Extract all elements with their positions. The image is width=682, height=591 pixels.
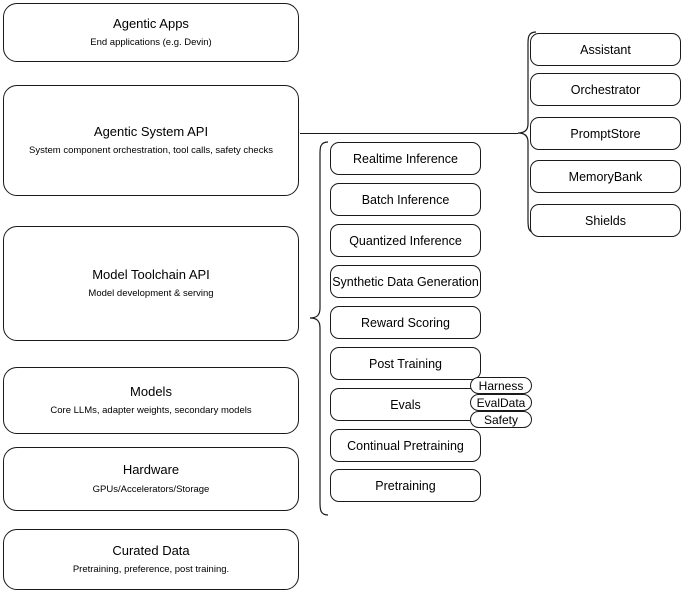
layer-subtitle: Core LLMs, adapter weights, secondary mo…: [50, 405, 252, 417]
item-label: PromptStore: [570, 126, 641, 141]
item-label: Batch Inference: [361, 192, 450, 207]
brace-agentic-system-components: [517, 31, 537, 234]
item-label: Post Training: [369, 356, 442, 371]
layer-models[interactable]: Models Core LLMs, adapter weights, secon…: [3, 367, 299, 434]
item-label: MemoryBank: [568, 169, 643, 184]
layer-subtitle: System component orchestration, tool cal…: [29, 145, 273, 157]
layer-subtitle: Pretraining, preference, post training.: [72, 564, 230, 576]
toolchain-item-quantized-inference[interactable]: Quantized Inference: [330, 224, 481, 257]
toolchain-item-reward-scoring[interactable]: Reward Scoring: [330, 306, 481, 339]
toolchain-item-continual-pretraining[interactable]: Continual Pretraining: [330, 429, 481, 462]
pill-label: Harness: [478, 378, 524, 393]
item-label: Assistant: [580, 42, 631, 57]
item-label: Pretraining: [375, 478, 436, 493]
item-label: Reward Scoring: [361, 315, 450, 330]
item-label: Realtime Inference: [353, 151, 458, 166]
layer-title: Curated Data: [112, 542, 190, 558]
layer-subtitle: Model development & serving: [88, 288, 214, 300]
system-item-assistant[interactable]: Assistant: [530, 33, 681, 66]
layer-subtitle: GPUs/Accelerators/Storage: [92, 483, 210, 495]
layer-title: Model Toolchain API: [92, 266, 210, 282]
toolchain-item-batch-inference[interactable]: Batch Inference: [330, 183, 481, 216]
layer-hardware[interactable]: Hardware GPUs/Accelerators/Storage: [3, 447, 299, 511]
pill-label: EvalData: [476, 395, 526, 410]
item-label: Quantized Inference: [349, 233, 462, 248]
evals-pill-evaldata[interactable]: EvalData: [470, 394, 532, 411]
brace-model-toolchain-items: [309, 141, 329, 516]
item-label: Synthetic Data Generation: [332, 274, 479, 289]
layer-title: Agentic Apps: [113, 15, 189, 31]
layer-title: Hardware: [122, 462, 180, 478]
toolchain-item-post-training[interactable]: Post Training: [330, 347, 481, 380]
layer-curated-data[interactable]: Curated Data Pretraining, preference, po…: [3, 529, 299, 590]
toolchain-item-realtime-inference[interactable]: Realtime Inference: [330, 142, 481, 175]
item-label: Evals: [390, 397, 421, 412]
layer-title: Models: [130, 383, 172, 399]
layer-agentic-system-api[interactable]: Agentic System API System component orch…: [3, 85, 299, 196]
system-item-orchestrator[interactable]: Orchestrator: [530, 73, 681, 106]
toolchain-item-evals[interactable]: Evals: [330, 388, 481, 421]
toolchain-item-pretraining[interactable]: Pretraining: [330, 469, 481, 502]
item-label: Orchestrator: [570, 82, 641, 97]
layer-title: Agentic System API: [93, 123, 209, 139]
layer-subtitle: End applications (e.g. Devin): [90, 37, 212, 49]
layer-model-toolchain-api[interactable]: Model Toolchain API Model development & …: [3, 226, 299, 341]
system-item-promptstore[interactable]: PromptStore: [530, 117, 681, 150]
item-label: Continual Pretraining: [347, 438, 464, 453]
system-item-memorybank[interactable]: MemoryBank: [530, 160, 681, 193]
evals-pill-safety[interactable]: Safety: [470, 411, 532, 428]
layer-agentic-apps[interactable]: Agentic Apps End applications (e.g. Devi…: [3, 3, 299, 62]
pill-label: Safety: [483, 412, 519, 427]
connector-agentic-system-api-to-components: [300, 133, 518, 134]
toolchain-item-synthetic-data-generation[interactable]: Synthetic Data Generation: [330, 265, 481, 298]
evals-pill-harness[interactable]: Harness: [470, 377, 532, 394]
item-label: Shields: [585, 213, 626, 228]
system-item-shields[interactable]: Shields: [530, 204, 681, 237]
